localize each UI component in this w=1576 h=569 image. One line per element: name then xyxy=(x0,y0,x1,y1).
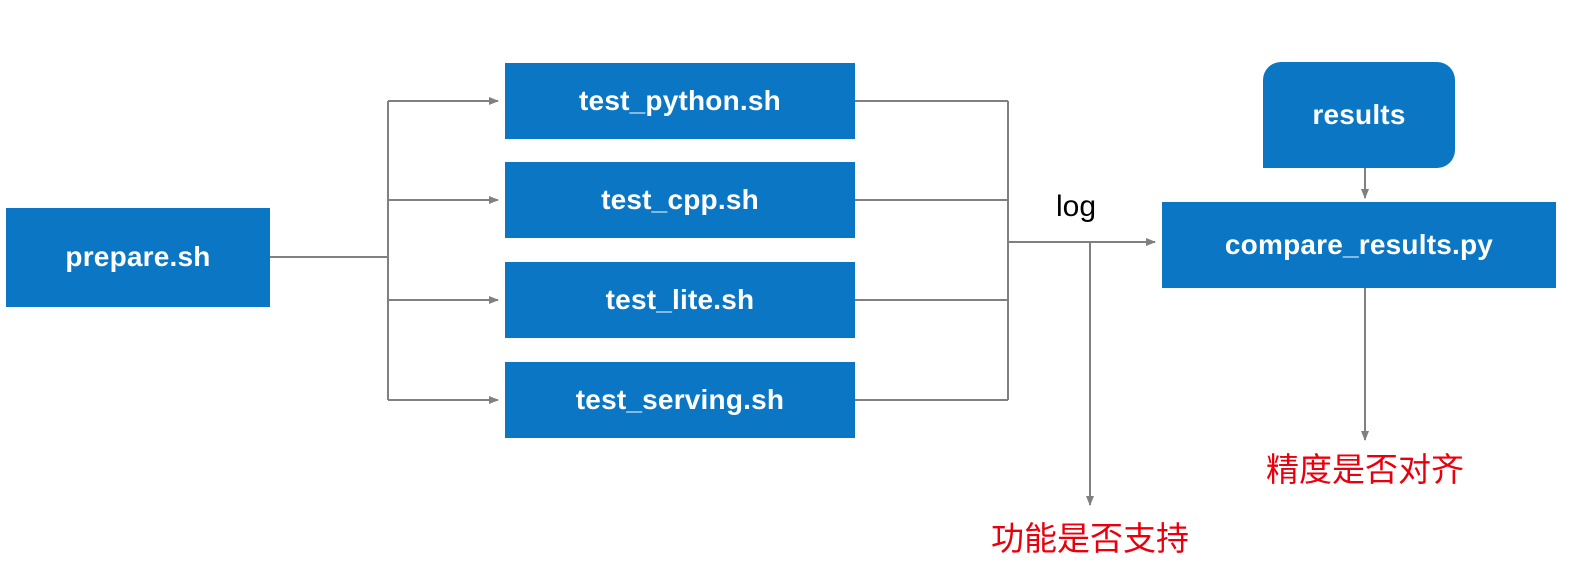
node-test-serving-sh-label: test_serving.sh xyxy=(575,383,785,415)
node-compare-results-py-label: compare_results.py xyxy=(1224,228,1494,260)
annotation-precision-aligned: 精度是否对齐 xyxy=(1245,443,1485,491)
annotation-feature-support: 功能是否支持 xyxy=(970,512,1210,560)
node-test-cpp-sh[interactable]: test_cpp.sh xyxy=(505,162,855,238)
node-test-lite-sh[interactable]: test_lite.sh xyxy=(505,262,855,338)
edge-label-log-text: log xyxy=(1056,190,1097,223)
annotation-precision-aligned-text: 精度是否对齐 xyxy=(1266,451,1464,488)
annotation-feature-support-text: 功能是否支持 xyxy=(991,520,1189,557)
node-test-python-sh-label: test_python.sh xyxy=(579,84,781,116)
node-test-lite-sh-label: test_lite.sh xyxy=(605,283,755,315)
edge-label-log: log xyxy=(1056,190,1096,224)
node-test-python-sh[interactable]: test_python.sh xyxy=(505,63,855,139)
node-prepare-sh-label: prepare.sh xyxy=(65,241,211,273)
node-test-serving-sh[interactable]: test_serving.sh xyxy=(505,362,855,438)
node-results[interactable]: results xyxy=(1263,62,1455,168)
node-test-cpp-sh-label: test_cpp.sh xyxy=(601,183,759,215)
node-results-label: results xyxy=(1312,98,1406,130)
node-compare-results-py[interactable]: compare_results.py xyxy=(1162,202,1556,288)
node-prepare-sh[interactable]: prepare.sh xyxy=(6,208,270,307)
